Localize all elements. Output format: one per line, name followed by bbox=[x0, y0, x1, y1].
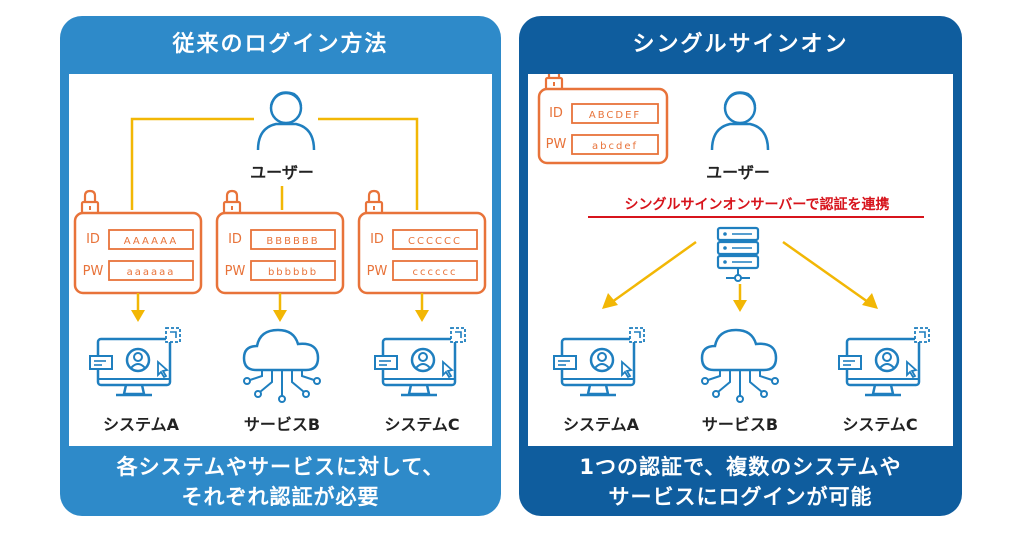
target-label-service-b: サービスB bbox=[702, 415, 778, 434]
user-icon bbox=[710, 91, 770, 152]
id-label: ID bbox=[228, 232, 242, 247]
lock-icon bbox=[80, 189, 100, 216]
traditional-login-svg: ユーザー ID AAAAAA PW aaaaaa ID BBBBBB PW bbox=[73, 91, 487, 434]
target-label-system-a: システムA bbox=[563, 415, 640, 434]
cloud-icon bbox=[700, 328, 780, 404]
pw-label: PW bbox=[225, 264, 246, 279]
credential-card-sso: ID ABCDEF PW abcdef bbox=[537, 65, 669, 165]
arrow-down-icon bbox=[415, 293, 429, 322]
sso-svg: ID ABCDEF PW abcdef ユーザー シングルサインオンサーバーで認… bbox=[537, 65, 931, 434]
sso-panel: シングルサインオン ID ABCDEF PW abcdef ユーザー シングルサ… bbox=[519, 16, 962, 516]
sso-footer: 1つの認証で、複数のシステムや サービスにログインが可能 bbox=[519, 452, 962, 516]
lock-icon bbox=[364, 189, 384, 216]
credential-card-a: ID AAAAAA PW aaaaaa bbox=[73, 189, 203, 295]
computer-icon bbox=[373, 326, 467, 397]
footer-line-2: それぞれ認証が必要 bbox=[181, 485, 380, 509]
id-value: AAAAAA bbox=[124, 236, 178, 247]
pw-label: PW bbox=[546, 137, 567, 152]
computer-icon bbox=[837, 326, 931, 397]
arrow-down-icon bbox=[782, 240, 878, 309]
traditional-login-diagram: ユーザー ID AAAAAA PW aaaaaa ID BBBBBB PW bbox=[69, 74, 492, 446]
pw-value: abcdef bbox=[592, 141, 638, 152]
footer-line-1: 1つの認証で、複数のシステムや bbox=[579, 455, 902, 479]
id-label: ID bbox=[370, 232, 384, 247]
lock-icon bbox=[544, 65, 564, 92]
user-label: ユーザー bbox=[706, 163, 770, 182]
user-label: ユーザー bbox=[250, 163, 314, 182]
id-value: ABCDEF bbox=[589, 110, 641, 121]
id-value: BBBBBB bbox=[266, 236, 319, 247]
arrow-down-icon bbox=[273, 293, 287, 322]
computer-icon bbox=[88, 326, 182, 397]
id-value: CCCCCC bbox=[408, 236, 462, 247]
sso-caption: シングルサインオンサーバーで認証を連携 bbox=[624, 196, 889, 213]
footer-line-2: サービスにログインが可能 bbox=[608, 485, 873, 509]
pw-label: PW bbox=[83, 264, 104, 279]
target-label-system-c: システムC bbox=[842, 415, 917, 434]
computer-icon bbox=[552, 326, 646, 397]
footer-line-1: 各システムやサービスに対して、 bbox=[116, 455, 445, 479]
user-icon bbox=[256, 91, 316, 152]
credential-card-c: ID CCCCCC PW cccccc bbox=[357, 189, 487, 295]
user-connector-lines bbox=[130, 117, 419, 210]
sso-diagram: ID ABCDEF PW abcdef ユーザー シングルサインオンサーバーで認… bbox=[528, 65, 953, 446]
pw-value: aaaaaa bbox=[127, 267, 176, 278]
traditional-login-panel: 従来のログイン方法 ユーザー ID AAAAAA PW aaaaaa bbox=[60, 16, 501, 516]
id-label: ID bbox=[86, 232, 100, 247]
target-label-service-b: サービスB bbox=[244, 415, 320, 434]
id-label: ID bbox=[549, 106, 563, 121]
traditional-login-title: 従来のログイン方法 bbox=[172, 32, 389, 57]
sso-title: シングルサインオン bbox=[632, 32, 849, 57]
target-label-system-a: システムA bbox=[103, 415, 180, 434]
cloud-icon bbox=[242, 328, 322, 404]
target-label-system-c: システムC bbox=[384, 415, 459, 434]
arrow-down-icon bbox=[131, 293, 145, 322]
server-icon bbox=[716, 226, 760, 282]
pw-label: PW bbox=[367, 264, 388, 279]
traditional-login-footer: 各システムやサービスに対して、 それぞれ認証が必要 bbox=[60, 452, 501, 516]
arrow-down-icon bbox=[602, 240, 697, 309]
lock-icon bbox=[222, 189, 242, 216]
arrow-down-icon bbox=[733, 284, 747, 312]
pw-value: bbbbbb bbox=[268, 267, 318, 278]
credential-card-b: ID BBBBBB PW bbbbbb bbox=[215, 189, 345, 295]
pw-value: cccccc bbox=[413, 267, 458, 278]
